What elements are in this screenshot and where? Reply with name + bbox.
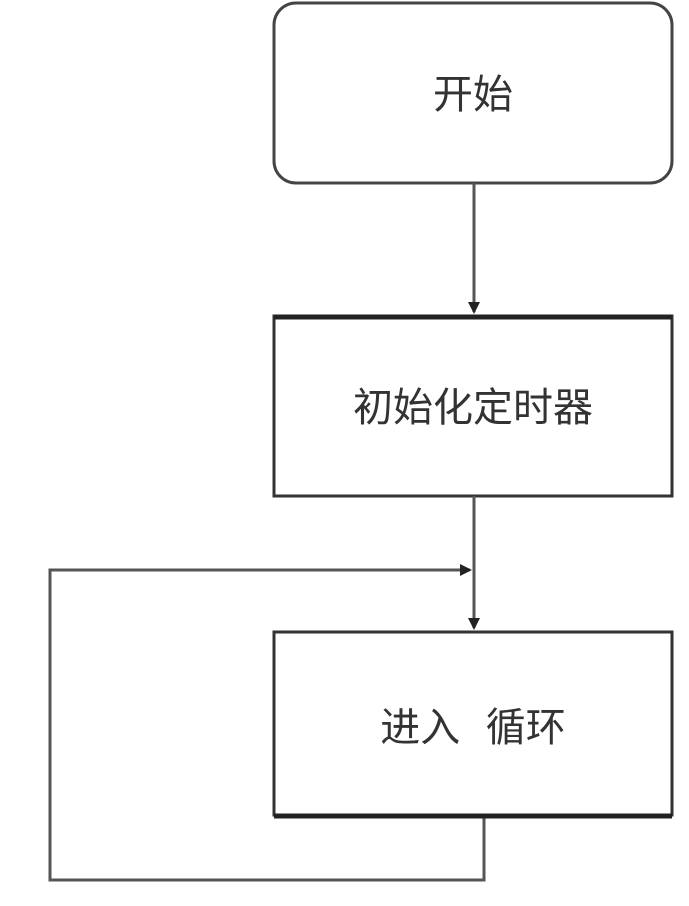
init-timer-node: 初始化定时器 [272, 314, 674, 498]
start-node-label: 开始 [433, 72, 513, 118]
loop-node: 进入 循环 [272, 630, 674, 819]
edge-loop-feedback [48, 564, 486, 882]
init-timer-node-label: 初始化定时器 [353, 385, 593, 431]
start-node: 开始 [272, 1, 674, 185]
loop-node-label: 进入 循环 [380, 705, 565, 751]
